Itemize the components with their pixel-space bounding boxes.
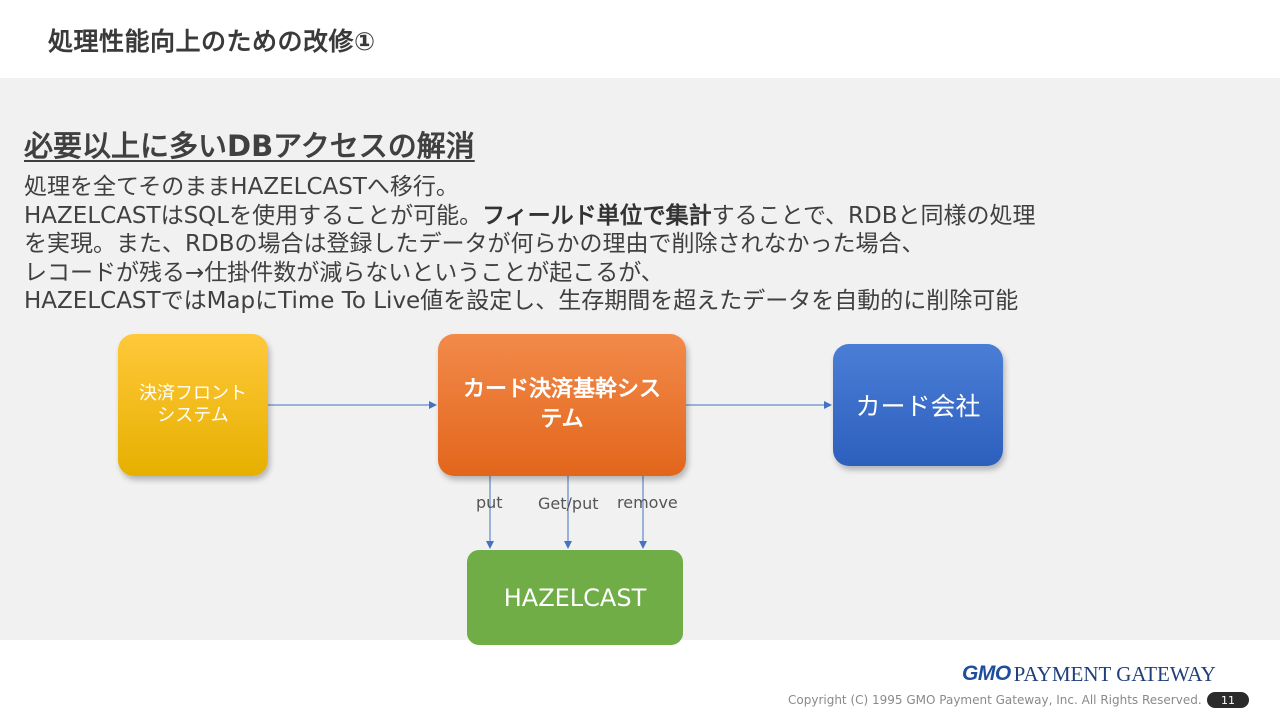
body-text: 処理を全てそのままHAZELCASTへ移行。 HAZELCASTはSQLを使用す… (24, 173, 1264, 316)
card-company-label: カード会社 (855, 392, 981, 421)
core-system-box: カード決済基幹システム (438, 334, 686, 476)
front-system-label: 決済フロント システム (139, 383, 247, 426)
body-line-3: を実現。また、RDBの場合は登録したデータが何らかの理由で削除されなかった場合、 (24, 231, 925, 257)
hazelcast-box: HAZELCAST (467, 550, 683, 645)
front-system-box: 決済フロント システム (118, 334, 268, 476)
diagram-connectors (268, 401, 832, 549)
body-line-4: レコードが残る→仕掛件数が減らないということが起こるが、 (24, 259, 664, 286)
edge-label-getput: Get/put (538, 494, 599, 513)
logo-gmo-text: GMO (962, 662, 1011, 685)
body-line-2-bold: フィールド単位で集計 (482, 202, 712, 229)
body-line-5: HAZELCASTではMapにTime To Live値を設定し、生存期間を超え… (24, 288, 1019, 314)
edge-label-remove: remove (617, 493, 678, 512)
edge-label-put: put (476, 493, 503, 512)
page-number-badge: 11 (1207, 692, 1249, 708)
hazelcast-label: HAZELCAST (503, 583, 647, 612)
card-company-box: カード会社 (833, 344, 1003, 466)
body-line-2-pre: HAZELCASTはSQLを使用することが可能。 (24, 202, 483, 229)
slide-header: 処理性能向上のための改修① (0, 0, 1280, 78)
body-line-2: HAZELCASTはSQLを使用することが可能。フィールド単位で集計することで、… (24, 202, 1264, 231)
section-heading: 必要以上に多いDBアクセスの解消 (24, 129, 475, 163)
copyright-text: Copyright (C) 1995 GMO Payment Gateway, … (788, 693, 1202, 707)
body-line-1: 処理を全てそのままHAZELCASTへ移行。 (24, 174, 459, 200)
body-line-2-post: することで、RDBと同様の処理 (711, 202, 1036, 229)
slide-content: 必要以上に多いDBアクセスの解消 処理を全てそのままHAZELCASTへ移行。 … (0, 78, 1280, 645)
core-system-label: カード決済基幹システム (462, 377, 661, 432)
page-number: 11 (1221, 693, 1235, 707)
company-logo: GMO PAYMENT GATEWAY (962, 661, 1216, 687)
logo-rest-text: PAYMENT GATEWAY (1013, 661, 1216, 686)
slide-title: 処理性能向上のための改修① (48, 27, 376, 56)
